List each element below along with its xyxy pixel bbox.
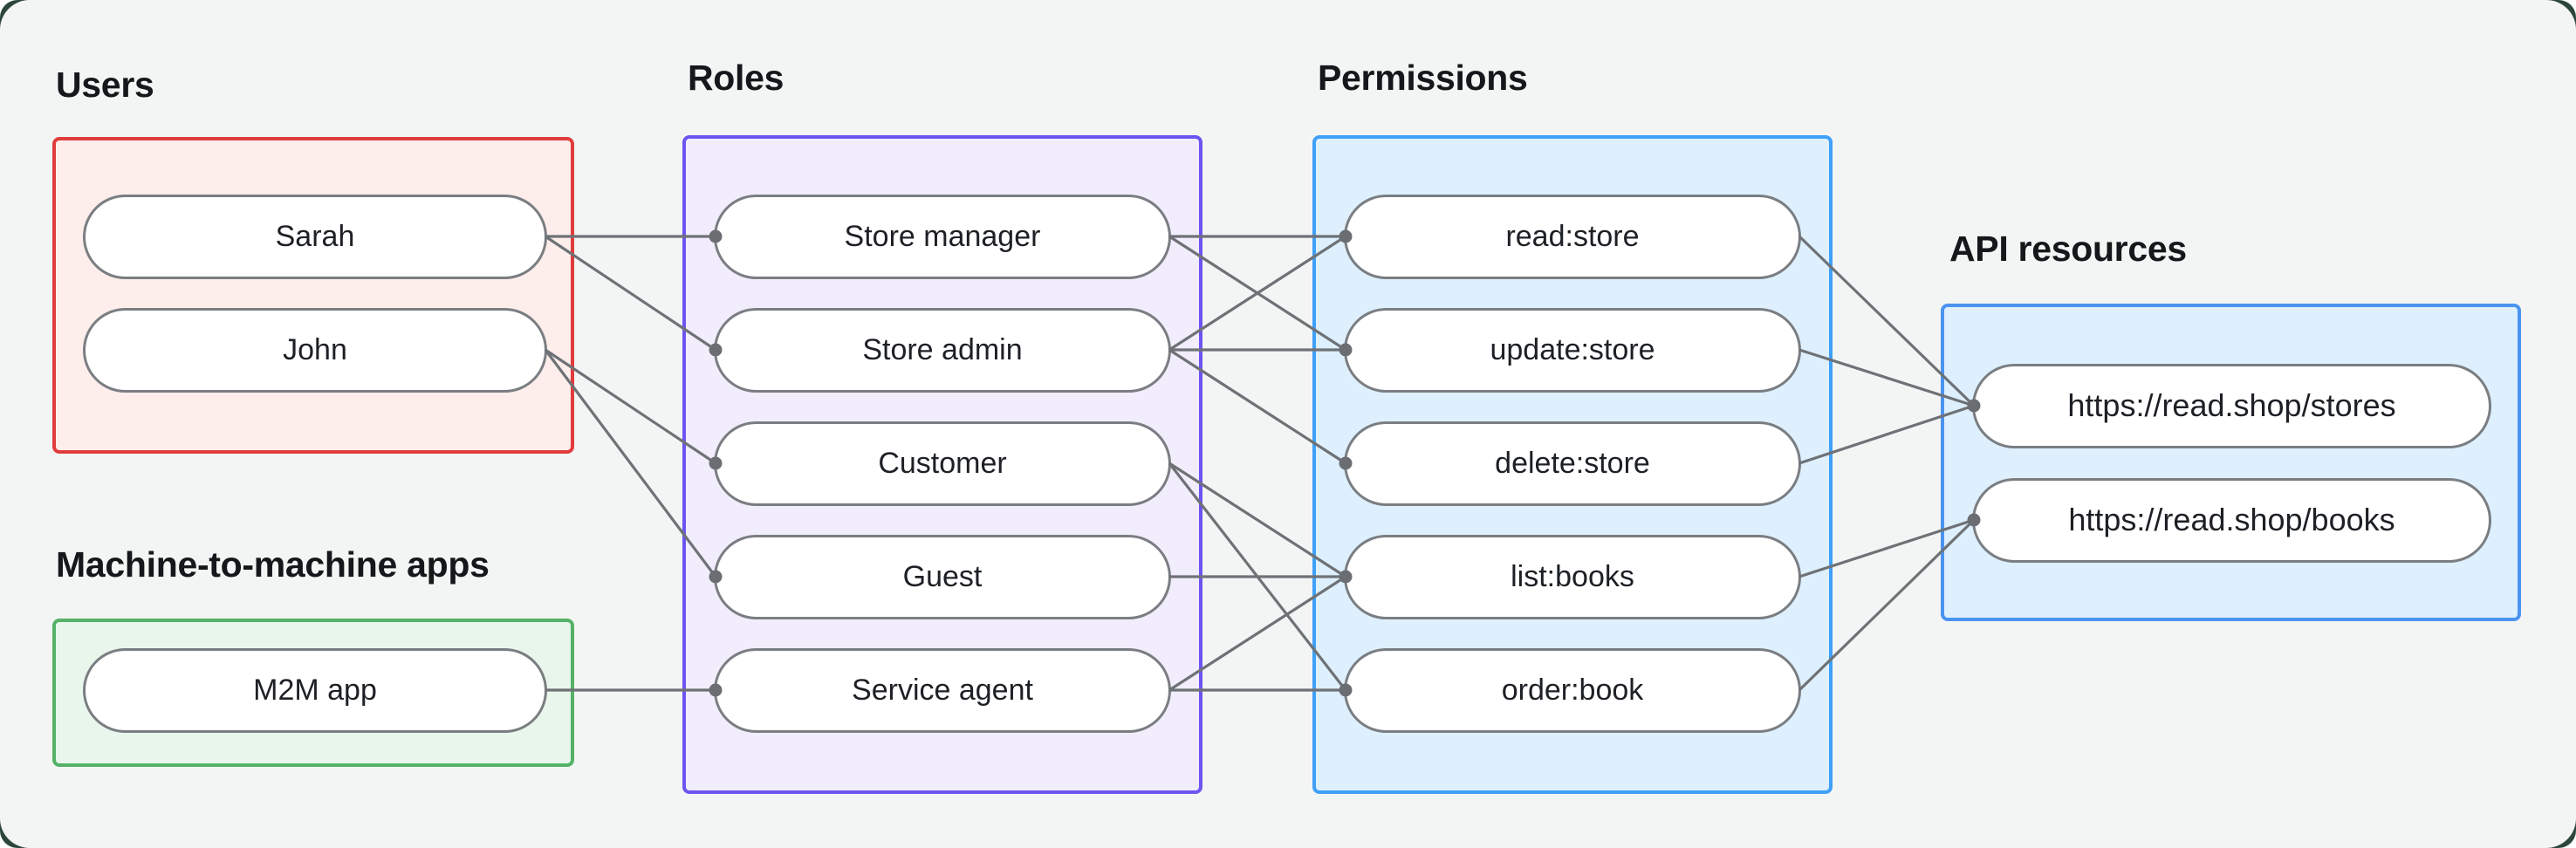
- node-delete_store: delete:store: [1344, 421, 1801, 506]
- node-label-john: John: [283, 332, 347, 366]
- node-label-delete_store: delete:store: [1495, 446, 1650, 480]
- node-update_store: update:store: [1344, 307, 1801, 393]
- group-label-api: API resources: [1949, 229, 2187, 269]
- node-label-order_book: order:book: [1501, 673, 1644, 707]
- node-store_admin: Store admin: [714, 307, 1171, 393]
- node-list_books: list:books: [1344, 534, 1801, 619]
- group-label-users: Users: [56, 65, 154, 105]
- node-customer: Customer: [714, 421, 1171, 506]
- node-sarah: Sarah: [83, 194, 547, 279]
- group-label-roles: Roles: [688, 58, 784, 98]
- node-label-stores: https://read.shop/stores: [2067, 387, 2396, 423]
- group-box-users: [52, 137, 574, 454]
- node-service_agent: Service agent: [714, 647, 1171, 733]
- node-label-store_manager: Store manager: [844, 219, 1041, 253]
- node-order_book: order:book: [1344, 647, 1801, 733]
- group-label-m2m: Machine-to-machine apps: [56, 544, 490, 585]
- node-label-store_admin: Store admin: [862, 332, 1023, 366]
- node-label-sarah: Sarah: [275, 219, 355, 253]
- group-label-permissions: Permissions: [1318, 58, 1528, 98]
- node-read_store: read:store: [1344, 194, 1801, 279]
- group-box-api: [1941, 304, 2521, 621]
- node-label-update_store: update:store: [1490, 332, 1655, 366]
- node-guest: Guest: [714, 534, 1171, 619]
- node-label-books: https://read.shop/books: [2068, 502, 2395, 537]
- node-m2m_app: M2M app: [83, 647, 547, 733]
- node-label-service_agent: Service agent: [852, 673, 1033, 707]
- node-john: John: [83, 307, 547, 393]
- node-label-customer: Customer: [878, 446, 1007, 480]
- node-label-guest: Guest: [902, 559, 983, 593]
- node-store_manager: Store manager: [714, 194, 1171, 279]
- node-label-m2m_app: M2M app: [253, 673, 377, 707]
- node-label-list_books: list:books: [1511, 559, 1634, 593]
- node-label-read_store: read:store: [1505, 219, 1640, 253]
- node-books: https://read.shop/books: [1972, 477, 2491, 563]
- node-stores: https://read.shop/stores: [1972, 363, 2491, 448]
